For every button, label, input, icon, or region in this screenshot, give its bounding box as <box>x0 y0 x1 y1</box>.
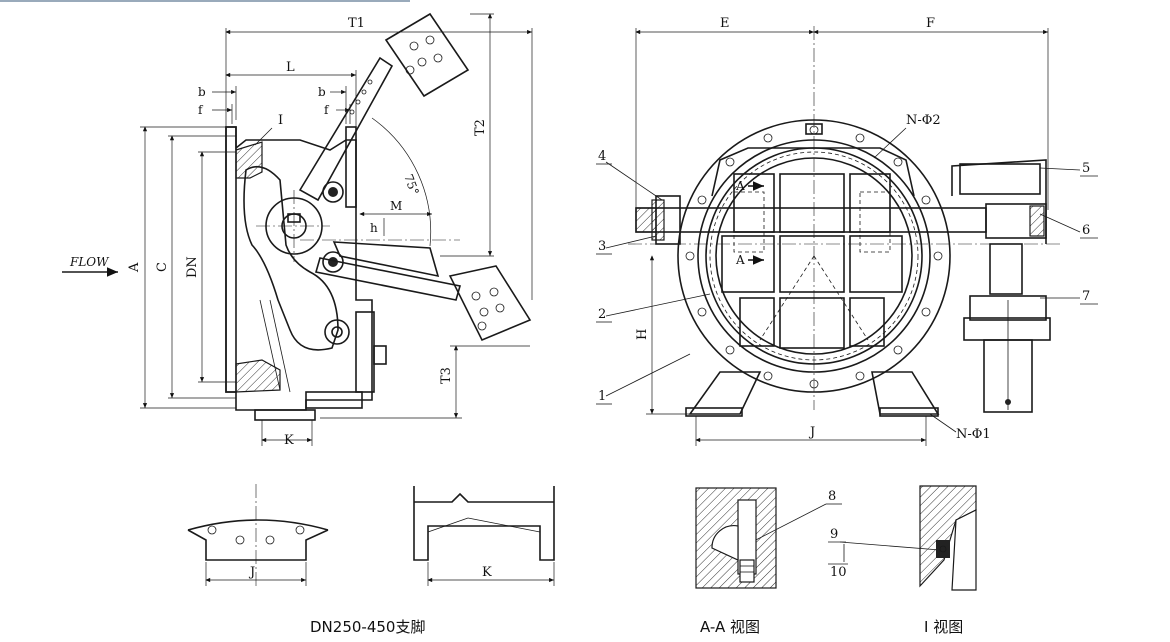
disc-grid <box>721 173 903 349</box>
part-1: 1 <box>598 389 606 404</box>
dim-T1: T1 <box>348 16 365 31</box>
dim-T3: T3 <box>439 367 454 384</box>
caption-foot: DN250-450支脚 <box>310 618 425 636</box>
dim-J-main: J <box>808 425 815 440</box>
label-N-phi2: N-Φ2 <box>906 113 941 128</box>
caption-detail-i: I 视图 <box>924 618 963 636</box>
part-4: 4 <box>598 149 606 164</box>
dim-C: C <box>155 262 170 272</box>
angle-75: 75° <box>401 172 421 197</box>
dim-T2: T2 <box>473 119 488 136</box>
label-N-phi1: N-Φ1 <box>956 427 991 442</box>
side-view: T1 L b f b f A C DN FLOW <box>62 12 533 448</box>
dim-K-foot: K <box>482 565 492 580</box>
dim-M: M <box>390 199 402 213</box>
part-8: 8 <box>828 489 836 504</box>
part-10: 10 <box>830 565 847 580</box>
part-2: 2 <box>598 307 606 322</box>
dim-J-foot: J <box>248 565 255 580</box>
section-aa-view: A-A 视图 <box>695 487 777 636</box>
dim-f-left: f <box>198 103 204 117</box>
caption-section-aa: A-A 视图 <box>700 618 760 636</box>
dim-H: H <box>635 329 650 340</box>
part-9: 9 <box>830 527 838 542</box>
detail-i-view: I 视图 <box>919 485 977 636</box>
front-view: E F <box>628 16 1060 446</box>
section-A-bottom: A <box>735 253 745 267</box>
dim-K-main: K <box>284 433 294 448</box>
dim-DN: DN <box>185 256 200 278</box>
part-callouts: 1 2 3 4 5 6 7 8 9 10 <box>596 149 1098 580</box>
dim-f-right: f <box>324 103 330 117</box>
dim-L: L <box>286 60 295 75</box>
part-5: 5 <box>1082 161 1090 176</box>
detail-I-mark: I <box>278 113 283 128</box>
dim-h: h <box>370 221 378 235</box>
part-3: 3 <box>598 239 606 254</box>
foot-detail: J K DN250-450支脚 <box>187 484 555 636</box>
section-A-top: A <box>735 179 745 193</box>
dim-A: A <box>127 262 142 273</box>
dim-E: E <box>720 16 730 31</box>
part-7: 7 <box>1082 289 1090 304</box>
dim-F: F <box>926 16 935 31</box>
part-6: 6 <box>1082 223 1090 238</box>
dim-b-right: b <box>318 85 326 99</box>
flow-label: FLOW <box>69 255 110 269</box>
dim-b-left: b <box>198 85 206 99</box>
